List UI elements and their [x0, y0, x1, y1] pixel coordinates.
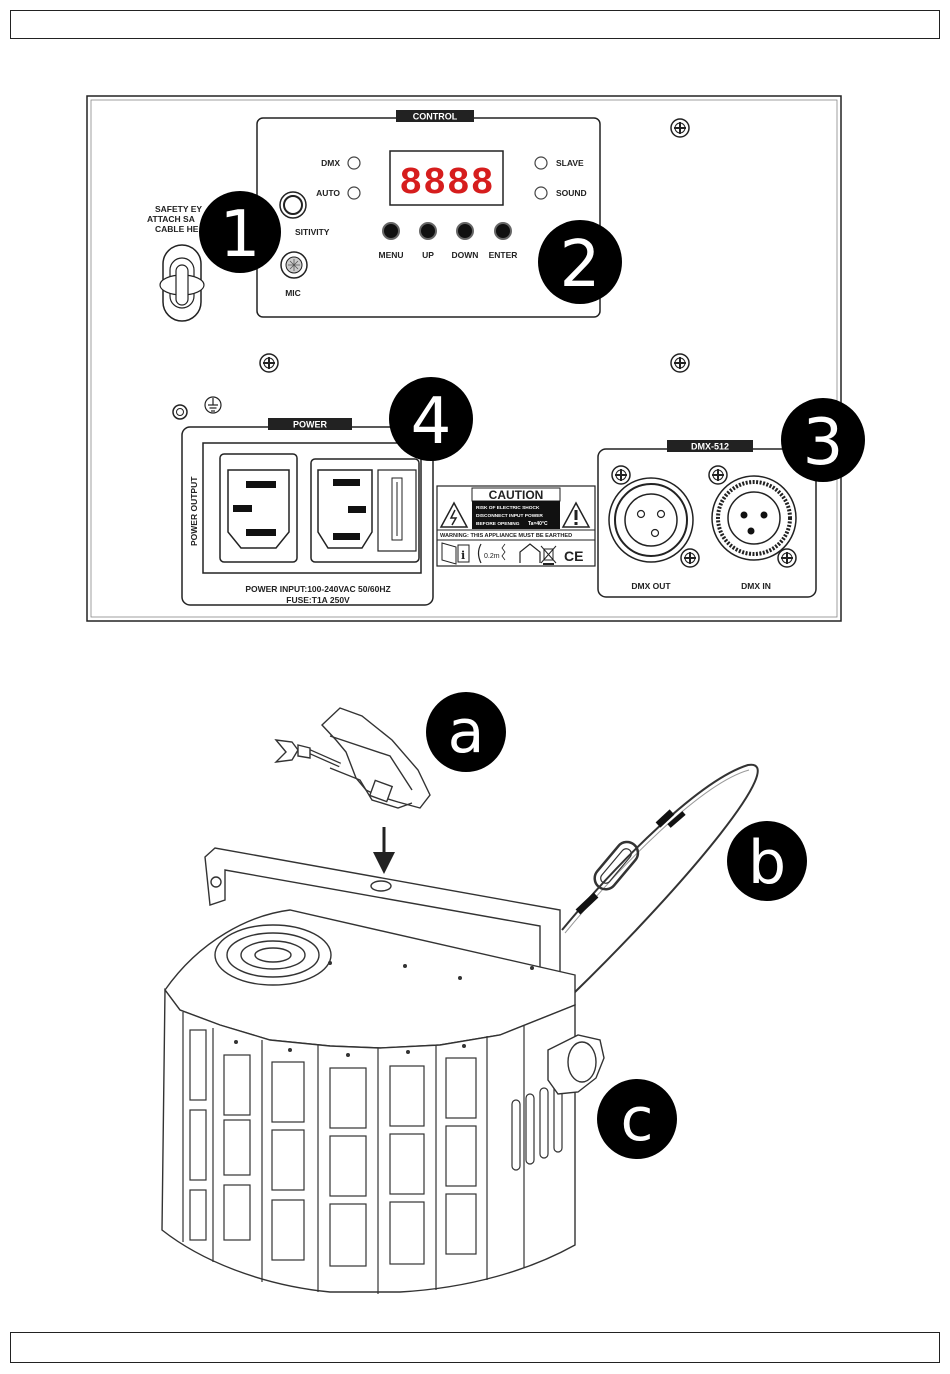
svg-text:3: 3 — [803, 406, 844, 480]
screw-icon — [670, 353, 690, 373]
dmx-in-connector — [708, 465, 797, 568]
power-title: POWER — [293, 420, 328, 430]
sensitivity-label: SITIVITY — [295, 227, 330, 237]
callout-1: 1 — [199, 191, 281, 273]
power-section: POWER POWER OUTPUT POWER INPUT:100-240VA… — [181, 418, 434, 606]
shock-warning-icon — [439, 501, 469, 528]
distance-icon: 0.2m — [477, 543, 506, 564]
auto-led-icon — [347, 186, 361, 200]
manual-icon: i — [441, 542, 470, 565]
svg-text:2: 2 — [560, 228, 601, 302]
temp-label: Ta=40°C — [528, 521, 548, 527]
svg-text:a: a — [448, 697, 485, 767]
segment-display: 8888 — [399, 162, 494, 205]
safety-eye-line-3: CABLE HE — [155, 224, 199, 234]
safety-eye-line-2: ATTACH SA — [147, 214, 195, 224]
rear-panel: CONTROL 8888 DMX AUTO SLAVE SOUND MENU U… — [86, 95, 865, 622]
callout-b: b — [727, 821, 807, 901]
svg-text:4: 4 — [411, 385, 452, 459]
callout-c: c — [597, 1079, 677, 1159]
indicator-auto: AUTO — [316, 188, 340, 198]
caution-title: CAUTION — [489, 488, 544, 502]
safety-eye: SAFETY EY ATTACH SA CABLE HE — [147, 204, 205, 322]
svg-text:i: i — [461, 549, 465, 562]
power-input-label: POWER INPUT:100-240VAC 50/60HZ — [245, 584, 390, 594]
menu-button-label: MENU — [378, 250, 403, 260]
down-button-label: DOWN — [452, 250, 479, 260]
callout-4: 4 — [389, 377, 473, 461]
dmx-out-connector — [608, 465, 700, 568]
bracket-knob-icon — [547, 1034, 605, 1095]
up-button-label: UP — [422, 250, 434, 260]
mic-label: MIC — [285, 288, 301, 298]
slave-led-icon — [534, 156, 548, 170]
screw-icon — [259, 353, 279, 373]
up-button[interactable] — [419, 222, 437, 240]
header-frame — [10, 10, 940, 39]
dmx-in-label: DMX IN — [741, 581, 771, 591]
down-button[interactable] — [456, 222, 474, 240]
svg-text:1: 1 — [220, 198, 261, 272]
power-output-label: POWER OUTPUT — [189, 476, 199, 546]
enter-button-label: ENTER — [489, 250, 518, 260]
callout-a: a — [426, 692, 506, 772]
clamp-icon — [274, 707, 431, 809]
indicator-slave: SLAVE — [556, 158, 584, 168]
ground-icon — [172, 396, 222, 420]
svg-text:c: c — [621, 1085, 654, 1155]
arrow-down-icon — [373, 827, 395, 874]
footer-frame — [10, 1332, 940, 1363]
svg-text:b: b — [748, 828, 786, 898]
fuse-label: FUSE:T1A 250V — [286, 595, 350, 605]
enter-button[interactable] — [494, 222, 512, 240]
caution-line-1: RISK OF ELECTRIC SHOCK — [476, 505, 540, 511]
control-title: CONTROL — [413, 112, 458, 122]
svg-text:0.2m: 0.2m — [484, 553, 500, 560]
dmx-out-label: DMX OUT — [631, 581, 671, 591]
screw-icon — [670, 118, 690, 138]
control-panel: CONTROL 8888 DMX AUTO SLAVE SOUND MENU U… — [256, 110, 601, 318]
sound-led-icon — [534, 186, 548, 200]
fixture-illustration — [161, 707, 759, 1294]
callout-3: 3 — [781, 398, 865, 482]
fan-grille-icon — [214, 924, 332, 986]
callout-2: 2 — [538, 220, 622, 304]
caution-label: CAUTION RISK OF ELECTRIC SHOCK DISCONNEC… — [436, 485, 596, 567]
indoor-use-icon — [519, 543, 541, 563]
lens-panels — [182, 1012, 525, 1294]
lens-windows — [189, 1029, 477, 1267]
weee-bin-icon — [540, 545, 557, 565]
menu-button[interactable] — [382, 222, 400, 240]
safety-eye-line-1: SAFETY EY — [155, 204, 202, 214]
caution-line-3: BEFORE OPENING — [476, 521, 520, 527]
dmx-title: DMX-512 — [691, 442, 729, 452]
dmx-led-icon — [347, 156, 361, 170]
warning-label: WARNING: THIS APPLIANCE MUST BE EARTHED — [440, 533, 572, 539]
indicator-sound: SOUND — [556, 188, 587, 198]
dmx-section: DMX-512 DMX OUT — [597, 440, 817, 598]
safety-cable — [561, 763, 759, 994]
indicator-dmx: DMX — [321, 158, 340, 168]
ce-mark: CE — [564, 548, 583, 564]
caution-line-2: DISCONNECT INPUT POWER — [476, 513, 543, 519]
